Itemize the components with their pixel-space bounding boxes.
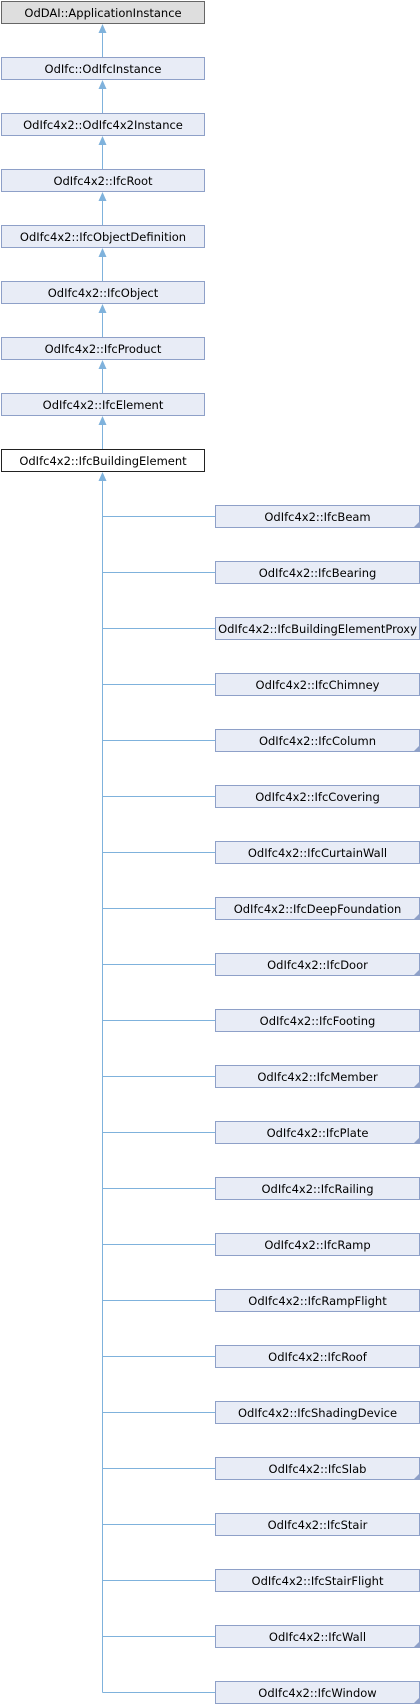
class-node-ifcelement[interactable]: OdIfc4x2::IfcElement xyxy=(1,393,205,416)
class-node-ifcproduct-box xyxy=(1,337,205,360)
child-node-ifcstair[interactable]: OdIfc4x2::IfcStair xyxy=(215,1513,420,1536)
child-node-ifcwindow[interactable]: OdIfc4x2::IfcWindow xyxy=(215,1681,420,1704)
child-node-ifcshadingdevice[interactable]: OdIfc4x2::IfcShadingDevice xyxy=(215,1401,420,1424)
child-node-ifcwall-more-indicator xyxy=(413,1641,420,1648)
child-node-ifcfooting-label: OdIfc4x2::IfcFooting xyxy=(260,1014,376,1028)
arrow-odifcinstance xyxy=(98,80,107,89)
child-node-ifcdoor-more-indicator xyxy=(413,969,420,976)
class-node-ifcproduct-label: OdIfc4x2::IfcProduct xyxy=(45,342,162,356)
arrow-ifcelement xyxy=(98,416,107,425)
class-node-odifcinstance[interactable]: OdIfc::OdIfcInstance xyxy=(1,57,205,80)
child-node-ifcbuildingelementproxy-label: OdIfc4x2::IfcBuildingElementProxy xyxy=(218,622,417,636)
child-node-ifcslab-label: OdIfc4x2::IfcSlab xyxy=(269,1462,367,1476)
child-node-ifcrailing-label: OdIfc4x2::IfcRailing xyxy=(261,1182,373,1196)
child-node-ifcslab-more-indicator xyxy=(413,1473,420,1480)
child-node-ifccovering-label: OdIfc4x2::IfcCovering xyxy=(255,790,380,804)
child-node-ifccolumn[interactable]: OdIfc4x2::IfcColumn xyxy=(215,729,420,752)
child-node-ifcbeam[interactable]: OdIfc4x2::IfcBeam xyxy=(215,505,420,528)
arrow-ifcroot xyxy=(98,192,107,201)
child-node-ifcstairflight-label: OdIfc4x2::IfcStairFlight xyxy=(252,1574,384,1588)
child-node-ifcdeepfoundation-label: OdIfc4x2::IfcDeepFoundation xyxy=(234,902,402,916)
child-node-ifcstair-label: OdIfc4x2::IfcStair xyxy=(268,1518,368,1532)
class-node-ifcobject[interactable]: OdIfc4x2::IfcObject xyxy=(1,281,205,304)
child-node-ifcdoor[interactable]: OdIfc4x2::IfcDoor xyxy=(215,953,420,976)
class-node-ifcobjectdefinition-box xyxy=(1,225,205,248)
class-node-applicationinstance-label: OdDAI::ApplicationInstance xyxy=(24,6,181,20)
class-node-ifcroot-box xyxy=(1,169,205,192)
arrow-ifcproduct xyxy=(98,360,107,369)
child-node-ifccolumn-label: OdIfc4x2::IfcColumn xyxy=(259,734,376,748)
child-node-ifcchimney[interactable]: OdIfc4x2::IfcChimney xyxy=(215,673,420,696)
child-node-ifccurtainwall-label: OdIfc4x2::IfcCurtainWall xyxy=(248,846,387,860)
class-node-ifcobjectdefinition[interactable]: OdIfc4x2::IfcObjectDefinition xyxy=(1,225,205,248)
child-node-ifcroof-label: OdIfc4x2::IfcRoof xyxy=(268,1350,368,1364)
class-node-ifcelement-box xyxy=(1,393,205,416)
child-node-ifcbearing[interactable]: OdIfc4x2::IfcBearing xyxy=(215,561,420,584)
class-node-ifcroot-label: OdIfc4x2::IfcRoot xyxy=(53,174,153,188)
child-node-ifcplate[interactable]: OdIfc4x2::IfcPlate xyxy=(215,1121,420,1144)
arrow-ifcbuildingelement xyxy=(98,472,107,481)
child-node-ifcbeam-label: OdIfc4x2::IfcBeam xyxy=(264,510,370,524)
child-node-ifcrailing[interactable]: OdIfc4x2::IfcRailing xyxy=(215,1177,420,1200)
child-node-ifcmember-label: OdIfc4x2::IfcMember xyxy=(257,1070,378,1084)
child-node-ifccovering[interactable]: OdIfc4x2::IfcCovering xyxy=(215,785,420,808)
child-node-ifcdoor-label: OdIfc4x2::IfcDoor xyxy=(267,958,368,972)
child-node-ifcstairflight[interactable]: OdIfc4x2::IfcStairFlight xyxy=(215,1569,420,1592)
child-node-ifcrampflight[interactable]: OdIfc4x2::IfcRampFlight xyxy=(215,1289,420,1312)
child-node-ifcdeepfoundation-more-indicator xyxy=(413,913,420,920)
class-node-odifcinstance-box xyxy=(1,57,205,80)
child-node-ifcfooting[interactable]: OdIfc4x2::IfcFooting xyxy=(215,1009,420,1032)
child-node-ifcslab[interactable]: OdIfc4x2::IfcSlab xyxy=(215,1457,420,1480)
child-node-ifcplate-label: OdIfc4x2::IfcPlate xyxy=(267,1126,369,1140)
arrow-ifcobject xyxy=(98,304,107,313)
child-node-ifcbeam-more-indicator xyxy=(413,521,420,528)
class-node-odifcinstance-label: OdIfc::OdIfcInstance xyxy=(45,62,162,76)
class-node-ifcbuildingelement-label: OdIfc4x2::IfcBuildingElement xyxy=(19,454,187,468)
child-node-ifcroof[interactable]: OdIfc4x2::IfcRoof xyxy=(215,1345,420,1368)
class-node-applicationinstance-box xyxy=(1,1,205,24)
child-node-ifcbearing-label: OdIfc4x2::IfcBearing xyxy=(259,566,377,580)
child-node-ifccolumn-more-indicator xyxy=(413,745,420,752)
class-node-ifcbuildingelement[interactable]: OdIfc4x2::IfcBuildingElement xyxy=(1,449,205,472)
child-node-ifcmember-more-indicator xyxy=(413,1081,420,1088)
child-node-ifcwindow-label: OdIfc4x2::IfcWindow xyxy=(258,1686,376,1700)
class-node-odifc4x2instance-label: OdIfc4x2::OdIfc4x2Instance xyxy=(23,118,183,132)
class-node-ifcobject-label: OdIfc4x2::IfcObject xyxy=(48,286,159,300)
inheritance-edges xyxy=(98,24,216,1693)
child-node-ifcwall-label: OdIfc4x2::IfcWall xyxy=(269,1630,366,1644)
class-node-ifcproduct[interactable]: OdIfc4x2::IfcProduct xyxy=(1,337,205,360)
arrow-applicationinstance xyxy=(98,24,107,33)
child-node-ifcdeepfoundation[interactable]: OdIfc4x2::IfcDeepFoundation xyxy=(215,897,420,920)
child-node-ifcshadingdevice-label: OdIfc4x2::IfcShadingDevice xyxy=(238,1406,397,1420)
child-node-ifcmember[interactable]: OdIfc4x2::IfcMember xyxy=(215,1065,420,1088)
child-node-ifcramp[interactable]: OdIfc4x2::IfcRamp xyxy=(215,1233,420,1256)
class-node-applicationinstance[interactable]: OdDAI::ApplicationInstance xyxy=(1,1,205,24)
class-node-ifcobjectdefinition-label: OdIfc4x2::IfcObjectDefinition xyxy=(20,230,186,244)
class-node-odifc4x2instance-box xyxy=(1,113,205,136)
child-node-ifcplate-more-indicator xyxy=(413,1137,420,1144)
arrow-odifc4x2instance xyxy=(98,136,107,145)
child-node-ifcramp-label: OdIfc4x2::IfcRamp xyxy=(264,1238,370,1252)
child-node-ifcchimney-label: OdIfc4x2::IfcChimney xyxy=(256,678,380,692)
arrow-ifcobjectdefinition xyxy=(98,248,107,257)
class-node-ifcbuildingelement-box xyxy=(1,449,205,472)
child-node-ifccurtainwall[interactable]: OdIfc4x2::IfcCurtainWall xyxy=(215,841,420,864)
class-node-ifcelement-label: OdIfc4x2::IfcElement xyxy=(43,398,164,412)
child-node-ifcbuildingelementproxy[interactable]: OdIfc4x2::IfcBuildingElementProxy xyxy=(215,617,420,640)
class-node-odifc4x2instance[interactable]: OdIfc4x2::OdIfc4x2Instance xyxy=(1,113,205,136)
child-node-ifcrampflight-label: OdIfc4x2::IfcRampFlight xyxy=(248,1294,387,1308)
class-node-ifcobject-box xyxy=(1,281,205,304)
child-node-ifcwindow-more-indicator xyxy=(413,1697,420,1704)
class-node-ifcroot[interactable]: OdIfc4x2::IfcRoot xyxy=(1,169,205,192)
child-node-ifcwall[interactable]: OdIfc4x2::IfcWall xyxy=(215,1625,420,1648)
